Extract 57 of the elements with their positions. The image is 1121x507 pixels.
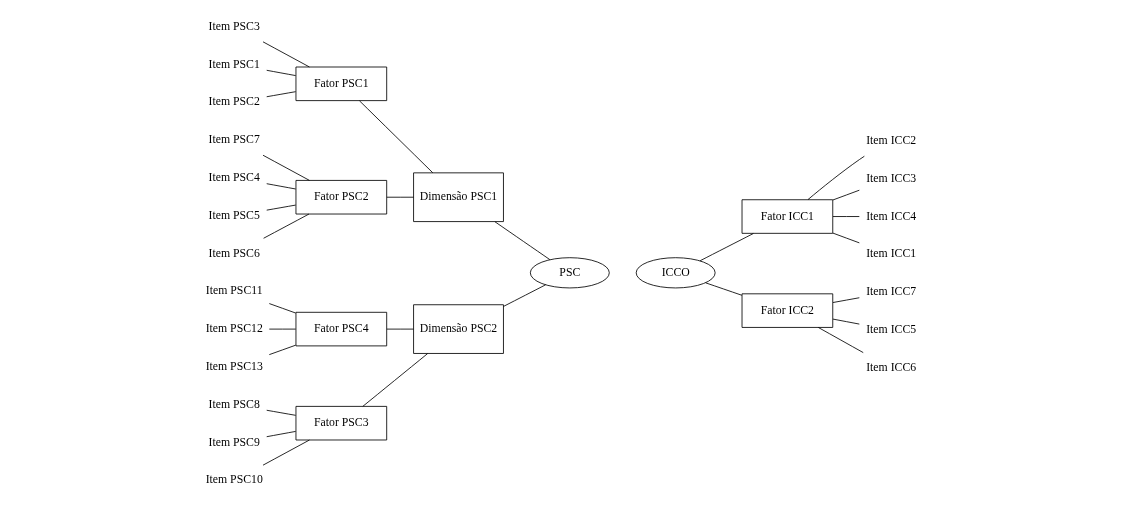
node-text: Item PSC1 <box>208 57 260 71</box>
connector <box>699 233 754 262</box>
connector <box>265 409 296 416</box>
connector <box>358 100 433 174</box>
node-text: Item ICC6 <box>865 360 916 374</box>
connector <box>385 328 414 330</box>
node-box: Dimensão PSC2 <box>412 304 504 354</box>
connector <box>832 232 860 244</box>
node-text: Item PSC12 <box>205 322 263 336</box>
connector <box>832 318 860 325</box>
connector <box>262 41 310 68</box>
connector <box>265 204 296 211</box>
node-text: Item PSC10 <box>205 473 263 487</box>
node-ellipse: PSC <box>529 257 610 289</box>
connector <box>494 221 550 261</box>
connector <box>832 189 860 201</box>
node-text: Item PSC2 <box>208 95 260 109</box>
node-text: Item ICC3 <box>865 171 916 185</box>
node-box: Fator ICC2 <box>741 293 833 328</box>
connector <box>265 183 296 190</box>
node-box: Fator ICC1 <box>741 199 833 234</box>
connector <box>268 344 296 356</box>
connector <box>361 353 428 407</box>
node-box: Fator PSC1 <box>295 66 387 102</box>
node-text: Item PSC13 <box>205 360 263 374</box>
connector <box>265 69 296 76</box>
connector <box>268 303 296 314</box>
connector <box>832 297 860 303</box>
node-text: Item PSC7 <box>208 133 260 147</box>
connector <box>807 155 865 200</box>
node-text: Item PSC11 <box>205 284 263 298</box>
node-text: Item PSC9 <box>208 435 260 449</box>
node-ellipse: ICCO <box>635 257 716 289</box>
node-box: Dimensão PSC1 <box>412 172 504 222</box>
connector <box>262 213 309 239</box>
node-text: Item PSC5 <box>208 208 260 222</box>
node-text: Item PSC6 <box>208 246 260 260</box>
connector <box>385 196 414 198</box>
node-text: Item PSC3 <box>208 19 260 33</box>
node-box: Fator PSC4 <box>295 311 387 347</box>
connector <box>704 282 742 296</box>
node-text: Item ICC1 <box>865 247 916 261</box>
node-text: Item ICC7 <box>865 285 916 299</box>
connector <box>262 439 310 466</box>
node-text: Item ICC5 <box>865 323 916 337</box>
node-text: Item PSC4 <box>208 171 260 184</box>
connector <box>502 284 546 307</box>
node-box: Fator PSC3 <box>295 405 387 441</box>
connector <box>832 216 860 217</box>
node-text: Item PSC8 <box>208 397 260 411</box>
node-box: Fator PSC2 <box>295 180 387 215</box>
connector <box>262 154 310 181</box>
connector <box>265 431 296 438</box>
node-text: Item ICC2 <box>865 134 916 148</box>
connector <box>265 91 296 98</box>
node-text: Item ICC4 <box>865 209 916 223</box>
connector <box>817 327 864 353</box>
